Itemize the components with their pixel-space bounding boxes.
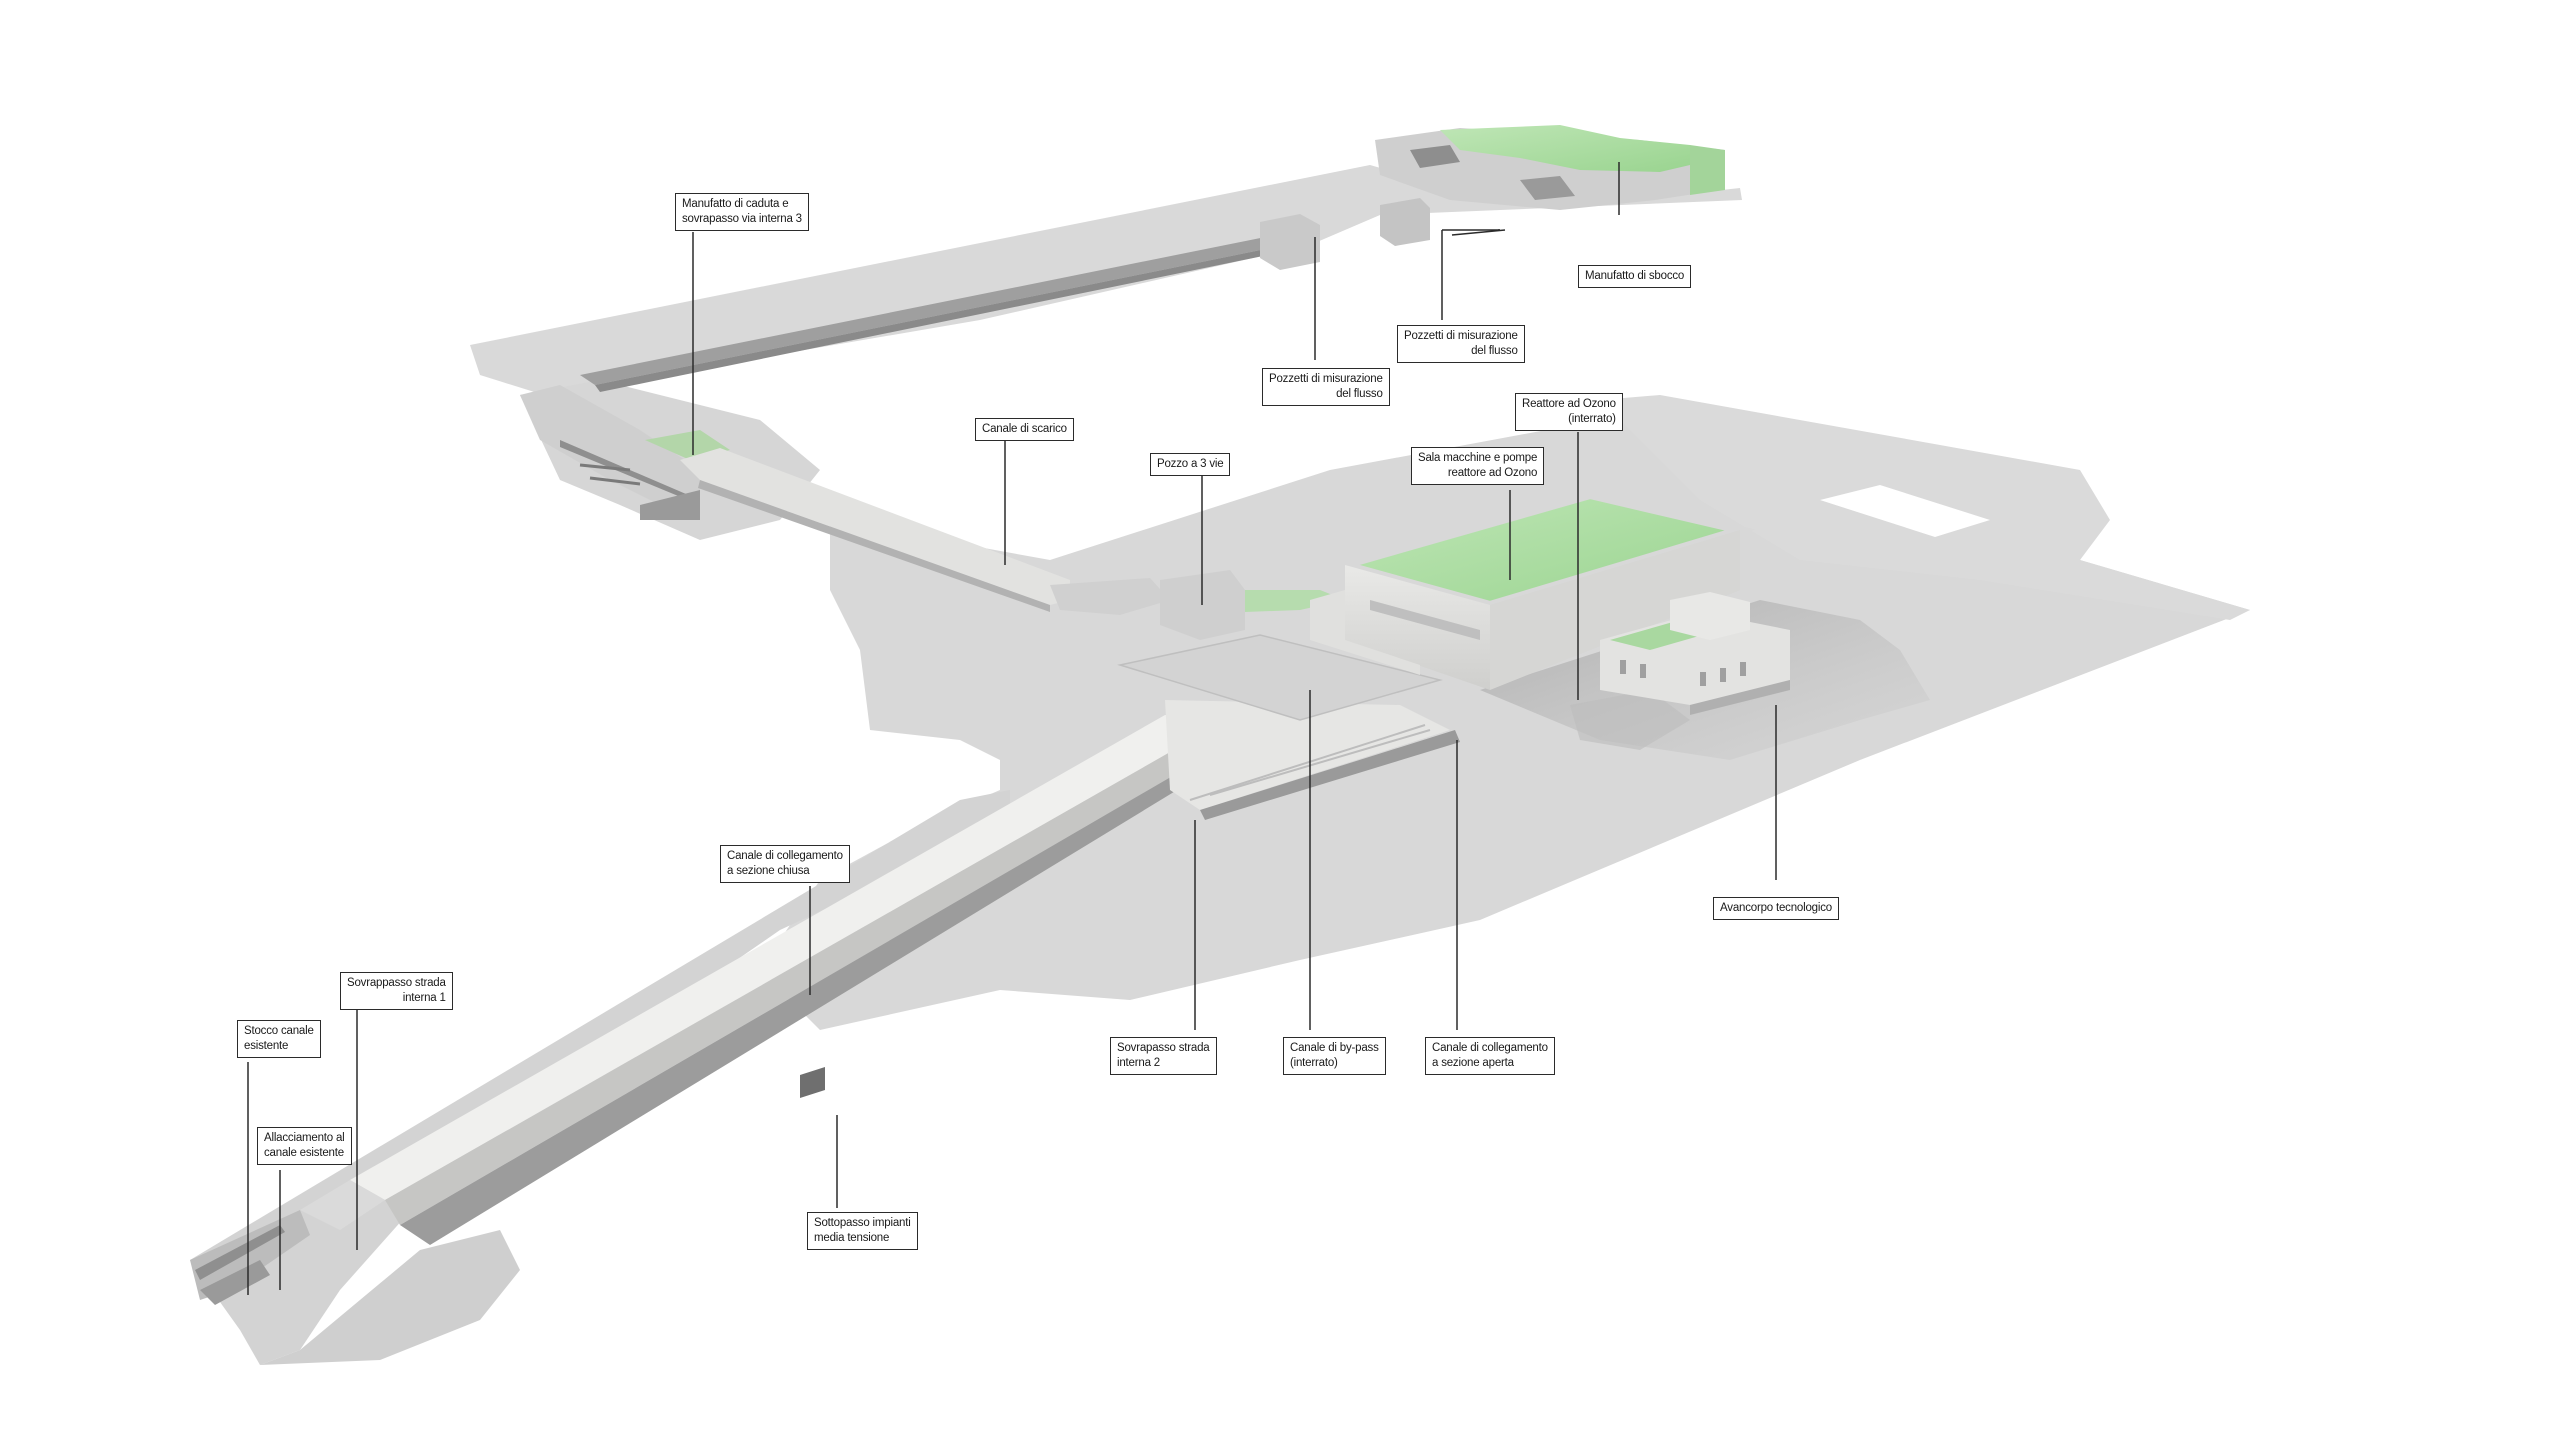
- label-pozzetti-1: Pozzetti di misurazione del flusso: [1262, 368, 1390, 406]
- label-line: a sezione aperta: [1432, 1057, 1514, 1069]
- label-pozzetti-2: Pozzetti di misurazione del flusso: [1397, 325, 1525, 363]
- label-canale-aperta: Canale di collegamento a sezione aperta: [1425, 1037, 1555, 1075]
- label-line: sovrapasso via interna 3: [682, 213, 802, 225]
- label-line: Reattore ad Ozono: [1522, 398, 1616, 410]
- label-line: Sovrapasso strada: [1117, 1042, 1210, 1054]
- label-line: canale esistente: [264, 1147, 344, 1159]
- bypass-platform: [1117, 634, 1443, 721]
- label-canale-scarico: Canale di scarico: [975, 418, 1074, 441]
- label-line: esistente: [244, 1040, 289, 1052]
- label-allacciamento: Allacciamento al canale esistente: [257, 1127, 352, 1165]
- label-line: Sovrappasso strada: [347, 977, 446, 989]
- label-stocco: Stocco canale esistente: [237, 1020, 321, 1058]
- label-manufatto-caduta: Manufatto di caduta e sovrapasso via int…: [675, 193, 809, 231]
- label-line: reattore ad Ozono: [1447, 467, 1538, 479]
- label-line: Allacciamento al: [264, 1132, 345, 1144]
- label-line: Pozzetti di misurazione: [1269, 373, 1383, 385]
- label-line: del flusso: [1336, 388, 1383, 400]
- label-line: Pozzetti di misurazione: [1404, 330, 1518, 342]
- label-pozzo-3vie: Pozzo a 3 vie: [1150, 453, 1231, 476]
- label-line: Canale di by-pass: [1290, 1042, 1379, 1054]
- label-canale-chiusa: Canale di collegamento a sezione chiusa: [720, 845, 850, 883]
- label-line: interna 2: [1117, 1057, 1160, 1069]
- main-building: [1310, 490, 1756, 690]
- label-line: a sezione chiusa: [727, 865, 810, 877]
- label-manufatto-sbocco: Manufatto di sbocco: [1578, 265, 1692, 288]
- label-sovrappasso-1: Sovrappasso strada interna 1: [340, 972, 453, 1010]
- label-line: Canale di collegamento: [727, 850, 843, 862]
- label-line: Canale di collegamento: [1432, 1042, 1548, 1054]
- label-line: Pozzo a 3 vie: [1157, 458, 1224, 470]
- label-sottopasso: Sottopasso impianti media tensione: [807, 1212, 918, 1250]
- leader-lines: [247, 162, 1777, 1295]
- outfall-channel: [580, 198, 1430, 392]
- open-canal: [1165, 700, 1460, 820]
- label-line: Manufatto di sbocco: [1585, 270, 1685, 282]
- closed-canal: [190, 715, 1210, 1305]
- outfall-structure: [1375, 125, 1725, 210]
- label-line: (interrato): [1290, 1057, 1338, 1069]
- label-line: Manufatto di caduta e: [682, 198, 789, 210]
- label-line: Sala macchine e pompe: [1418, 452, 1538, 464]
- label-avancorpo: Avancorpo tecnologico: [1713, 897, 1839, 920]
- label-line: interna 1: [402, 992, 446, 1004]
- label-line: Canale di scarico: [982, 423, 1067, 435]
- plateau-cutout: [1820, 485, 1990, 537]
- label-line: Avancorpo tecnologico: [1720, 902, 1832, 914]
- tech-annex: [1600, 592, 1790, 715]
- label-line: del flusso: [1471, 345, 1518, 357]
- label-sovrapasso-2: Sovrapasso strada interna 2: [1110, 1037, 1217, 1075]
- label-sala-macchine: Sala macchine e pompe reattore ad Ozono: [1411, 447, 1545, 485]
- label-bypass: Canale di by-pass (interrato): [1283, 1037, 1386, 1075]
- label-line: Sottopasso impianti: [814, 1217, 911, 1229]
- discharge-channel: [680, 448, 1170, 615]
- label-line: media tensione: [814, 1232, 890, 1244]
- label-line: Stocco canale: [244, 1025, 314, 1037]
- label-line: (interrato): [1568, 413, 1616, 425]
- label-reattore-ozono: Reattore ad Ozono (interrato): [1515, 393, 1623, 431]
